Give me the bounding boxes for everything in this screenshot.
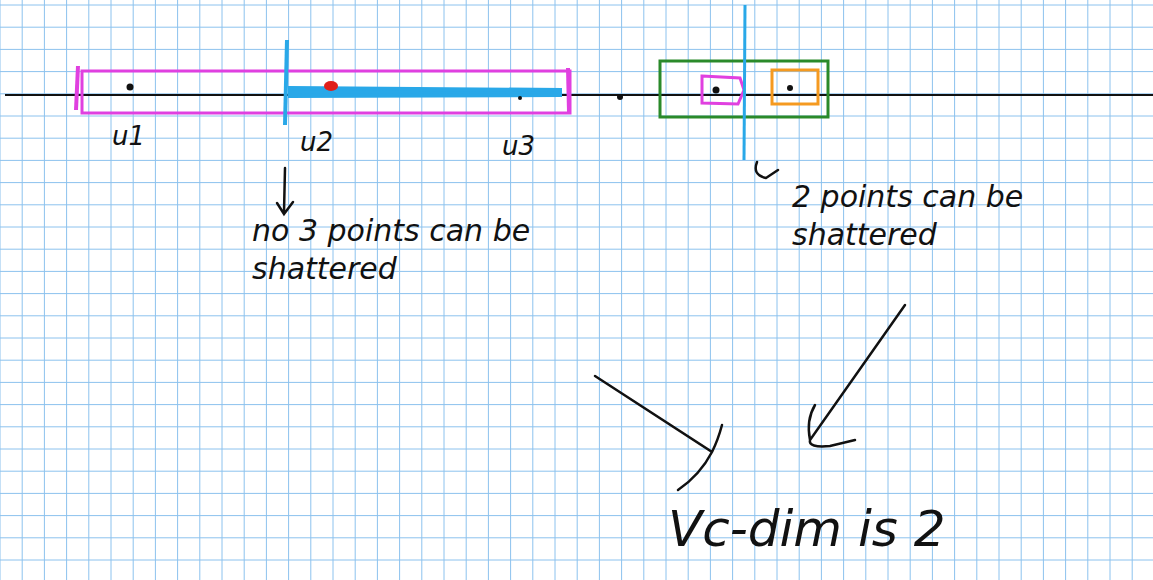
- point: [617, 94, 623, 100]
- point-red: [324, 81, 338, 91]
- grid-line: [0, 5, 1153, 6]
- grid-line: [0, 537, 1153, 538]
- grid-line: [0, 360, 1153, 361]
- grid-line: [0, 271, 1153, 272]
- interval-end: [76, 66, 78, 110]
- point-label: u2: [300, 126, 333, 159]
- grid-line: [0, 249, 1153, 250]
- grid-line: [0, 493, 1153, 494]
- point-label: u3: [502, 130, 535, 163]
- note: no 3 points can be shattered: [252, 212, 582, 287]
- conclusion: Vc-dim is 2: [668, 498, 946, 561]
- point: [713, 87, 720, 94]
- grid-line: [0, 471, 1153, 472]
- point-label: u1: [112, 120, 145, 153]
- grid-line: [0, 138, 1153, 139]
- grid-line: [0, 27, 1153, 28]
- threshold-line: [285, 40, 287, 125]
- grid-line: [0, 160, 1153, 161]
- grid-line: [0, 382, 1153, 383]
- pointer-arrow: [277, 168, 293, 214]
- grid-line: [0, 449, 1153, 450]
- note: 2 points can be shattered: [792, 178, 1142, 253]
- grid-line: [0, 315, 1153, 316]
- grid-line: [0, 426, 1153, 427]
- grid-line: [0, 116, 1153, 117]
- grid-line: [0, 227, 1153, 228]
- grid-line: [0, 338, 1153, 339]
- pointer-arrow: [595, 376, 722, 490]
- point: [518, 96, 522, 100]
- grid-line: [0, 49, 1153, 50]
- grid-line: [0, 515, 1153, 516]
- pointer-arrow: [756, 162, 778, 178]
- interval-end: [568, 68, 569, 112]
- orange-interval: [772, 70, 818, 104]
- number-line: [5, 94, 1153, 96]
- pointer-arrow: [809, 305, 905, 446]
- point: [787, 85, 793, 91]
- threshold-line: [744, 5, 745, 160]
- grid-line: [0, 93, 1153, 94]
- grid-line: [0, 560, 1153, 561]
- point: [127, 84, 134, 91]
- magenta-interval: [702, 76, 744, 104]
- grid-line: [0, 293, 1153, 294]
- grid-line: [0, 404, 1153, 405]
- interval-hypothesis: [82, 71, 570, 113]
